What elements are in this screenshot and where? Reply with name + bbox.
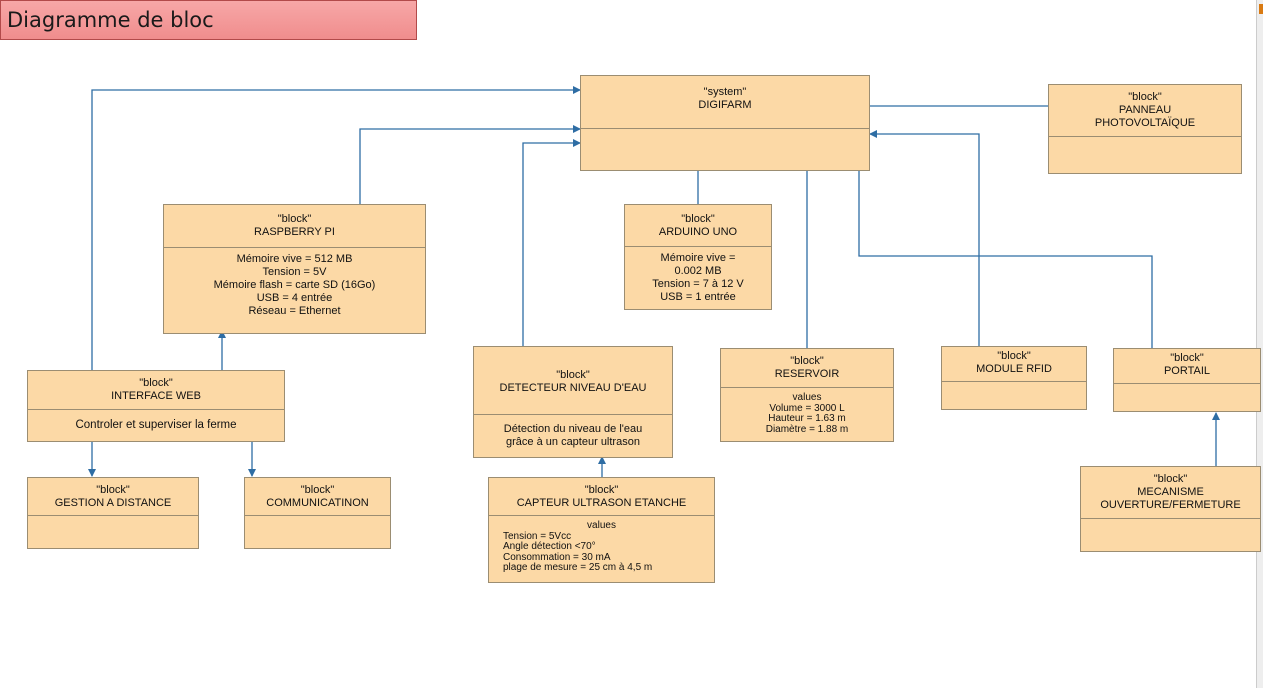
block-mecanisme-ouverture-fermeture: "block" MECANISME OUVERTURE/FERMETURE <box>1080 466 1261 552</box>
block-property: Tension = 5V <box>262 266 327 278</box>
connector-interface-to-system <box>91 86 581 370</box>
block-communication: "block" COMMUNICATINON <box>244 477 391 549</box>
block-name: DETECTEUR NIVEAU D'EAU <box>499 382 647 394</box>
block-stereotype: "block" <box>1170 352 1204 364</box>
block-stereotype: "block" <box>1153 473 1188 485</box>
connector-detecteur-to-system <box>522 139 581 346</box>
block-stereotype: "block" <box>556 369 590 381</box>
block-name: MECANISME <box>1137 486 1204 498</box>
block-property: Mémoire flash = carte SD (16Go) <box>213 279 376 291</box>
block-property: USB = 1 entrée <box>660 291 736 303</box>
block-name: CAPTEUR ULTRASON ETANCHE <box>516 497 687 509</box>
block-property: Tension = 5Vcc <box>503 530 572 542</box>
diagram-title-bar: Diagramme de bloc <box>0 0 417 40</box>
block-stereotype: "block" <box>997 350 1031 362</box>
block-interface-web: "block" INTERFACE WEB Controler et super… <box>27 370 285 442</box>
block-property: Consommation = 30 mA <box>503 551 611 563</box>
block-digifarm: "system" DIGIFARM <box>580 75 870 171</box>
block-property: plage de mesure = 25 cm à 4,5 m <box>503 562 653 573</box>
block-description: Controler et superviser la ferme <box>75 419 237 431</box>
block-stereotype: "block" <box>277 213 312 225</box>
block-module-rfid: "block" MODULE RFID <box>941 346 1087 410</box>
edge-marker <box>1259 4 1263 14</box>
block-property: Hauteur = 1.63 m <box>768 413 846 424</box>
block-stereotype: "block" <box>1128 91 1162 103</box>
block-values-label: values <box>792 392 822 403</box>
block-panneau-photovoltaique: "block" PANNEAU PHOTOVOLTAÏQUE <box>1048 84 1242 174</box>
block-stereotype: "block" <box>139 377 173 389</box>
block-name: DIGIFARM <box>698 99 752 111</box>
block-portail: "block" PORTAIL <box>1113 348 1261 412</box>
block-detecteur-niveau-eau: "block" DETECTEUR NIVEAU D'EAU Détection… <box>473 346 673 458</box>
block-description: grâce à un capteur ultrason <box>506 436 640 448</box>
block-stereotype: "block" <box>584 484 619 496</box>
block-arduino-uno: "block" ARDUINO UNO Mémoire vive = 0.002… <box>624 204 772 310</box>
block-property: Mémoire vive = <box>660 252 736 264</box>
block-property: Angle détection <70° <box>503 541 596 552</box>
block-stereotype: "block" <box>300 484 335 496</box>
block-name: RESERVOIR <box>774 368 840 380</box>
connector-rfid-to-system <box>869 130 980 346</box>
block-property: 0.002 MB <box>674 265 722 277</box>
block-name: PHOTOVOLTAÏQUE <box>1094 117 1196 129</box>
diagram-title: Diagramme de bloc <box>7 8 214 32</box>
block-values-label: values <box>587 520 616 531</box>
window-right-edge <box>1256 0 1263 688</box>
block-stereotype: "system" <box>703 86 747 98</box>
block-property: Tension = 7 à 12 V <box>652 278 744 290</box>
block-reservoir: "block" RESERVOIR values Volume = 3000 L… <box>720 348 894 442</box>
block-capteur-ultrason: "block" CAPTEUR ULTRASON ETANCHE values … <box>488 477 715 583</box>
block-description: Détection du niveau de l'eau <box>503 423 643 435</box>
block-name: GESTION A DISTANCE <box>54 497 172 509</box>
block-name: OUVERTURE/FERMETURE <box>1100 499 1241 511</box>
block-property: USB = 4 entrée <box>256 292 333 304</box>
block-property: Réseau = Ethernet <box>248 305 341 317</box>
block-name: PORTAIL <box>1163 365 1211 377</box>
block-gestion-a-distance: "block" GESTION A DISTANCE <box>27 477 199 549</box>
block-stereotype: "block" <box>96 484 130 496</box>
block-property: Volume = 3000 L <box>769 402 845 414</box>
block-name: ARDUINO UNO <box>658 226 738 238</box>
block-raspberry-pi: "block" RASPBERRY PI Mémoire vive = 512 … <box>163 204 426 334</box>
block-name: MODULE RFID <box>976 363 1052 375</box>
block-name: PANNEAU <box>1118 104 1172 116</box>
block-stereotype: "block" <box>681 213 715 225</box>
block-property: Diamètre = 1.88 m <box>765 423 849 435</box>
block-name: COMMUNICATINON <box>266 497 369 509</box>
block-stereotype: "block" <box>790 355 824 367</box>
block-property: Mémoire vive = 512 MB <box>236 253 353 265</box>
block-name: RASPBERRY PI <box>254 226 335 238</box>
block-name: INTERFACE WEB <box>111 390 201 402</box>
connector-raspberry-to-system <box>359 125 581 204</box>
connector-portail-to-system <box>855 143 1153 348</box>
